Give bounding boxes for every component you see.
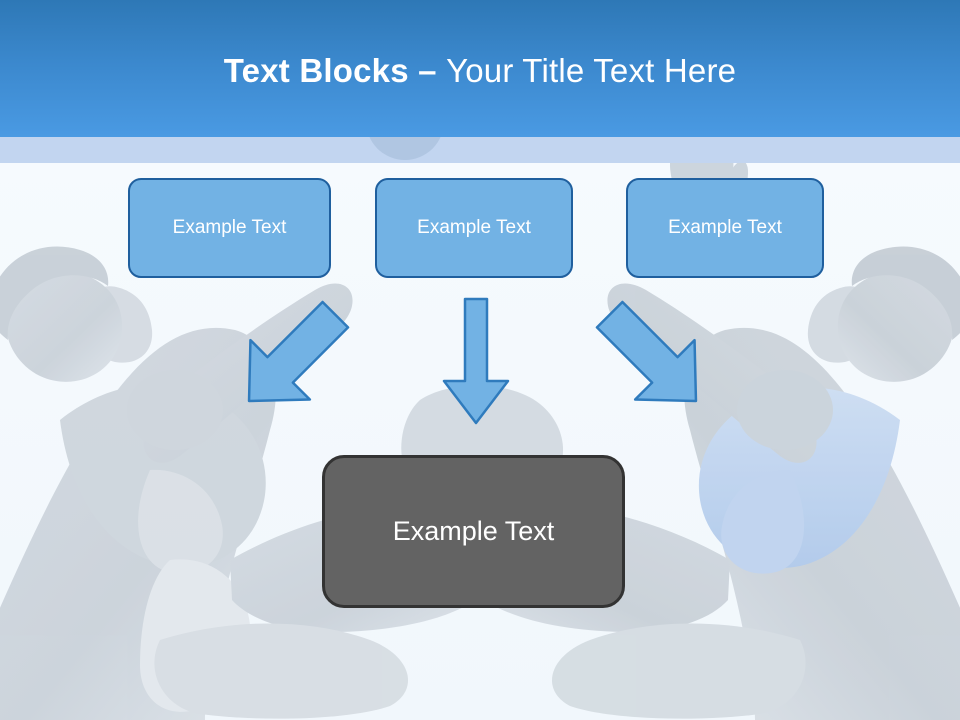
- text-block-3-label: Example Text: [668, 217, 782, 238]
- page-title: Text Blocks – Your Title Text Here: [0, 52, 960, 90]
- text-block-3[interactable]: Example Text: [626, 178, 824, 278]
- text-block-1[interactable]: Example Text: [128, 178, 331, 278]
- title-light-part: Your Title Text Here: [446, 52, 737, 89]
- result-text-block-label: Example Text: [392, 516, 555, 546]
- result-text-block[interactable]: Example Text: [322, 455, 625, 608]
- arrow-down-icon: [442, 297, 510, 425]
- title-bold-part: Text Blocks: [223, 52, 409, 89]
- arrow-down-right-icon: [247, 300, 350, 403]
- text-block-1-label: Example Text: [172, 217, 287, 238]
- title-separator: –: [408, 52, 447, 89]
- text-block-2[interactable]: Example Text: [375, 178, 573, 278]
- text-block-2-label: Example Text: [417, 217, 531, 238]
- subheader-band: [0, 137, 960, 163]
- arrow-down-left-icon: [595, 300, 698, 403]
